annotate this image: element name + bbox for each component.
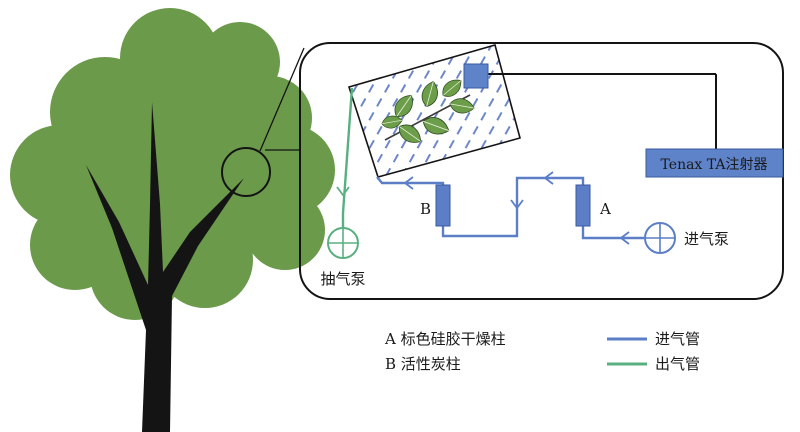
- injector-port: [463, 63, 489, 89]
- tree: [10, 8, 335, 432]
- column-b: [435, 184, 451, 227]
- pump-in-icon: [644, 222, 676, 254]
- leaf-vein: [426, 81, 434, 107]
- legend-outlet-text: 出气管: [655, 355, 700, 373]
- tree-trunk: [86, 102, 244, 432]
- outlet-tube: [341, 87, 354, 228]
- legend-a-text: A 标色硅胶干燥柱: [384, 330, 506, 348]
- tenax-injector-box: [645, 148, 784, 178]
- flow-arrow: [510, 199, 524, 210]
- leaf-vein: [399, 126, 421, 142]
- leaf-vein: [396, 95, 412, 117]
- legend-b-text: B 活性炭柱: [385, 355, 461, 373]
- flow-arrow: [619, 231, 630, 245]
- legend: A 标色硅胶干燥柱 B 活性炭柱 进气管 出气管: [384, 330, 700, 373]
- tenax-injector-label: Tenax TA注射器: [661, 157, 768, 173]
- zoom-callout-circle-icon: [221, 147, 271, 197]
- column-a: [575, 184, 591, 227]
- callout-line-top: [259, 47, 305, 152]
- leaf-vein: [449, 103, 475, 109]
- leaf-vein: [442, 80, 462, 96]
- pump-out-label: 抽气泵: [320, 270, 365, 288]
- column-b-label: B: [420, 200, 431, 218]
- flow-arrow: [336, 186, 350, 197]
- leaf-branch: [381, 79, 475, 143]
- legend-inlet-text: 进气管: [655, 330, 700, 348]
- pump-in-label: 进气泵: [684, 230, 729, 248]
- flow-arrow: [403, 176, 414, 190]
- column-a-label: A: [599, 200, 611, 218]
- pump-out-icon: [327, 227, 359, 259]
- leaf-vein: [423, 120, 449, 132]
- leaf-vein: [381, 119, 403, 125]
- flow-arrow: [543, 171, 554, 185]
- flow-direction-arrow-icon: [336, 171, 630, 245]
